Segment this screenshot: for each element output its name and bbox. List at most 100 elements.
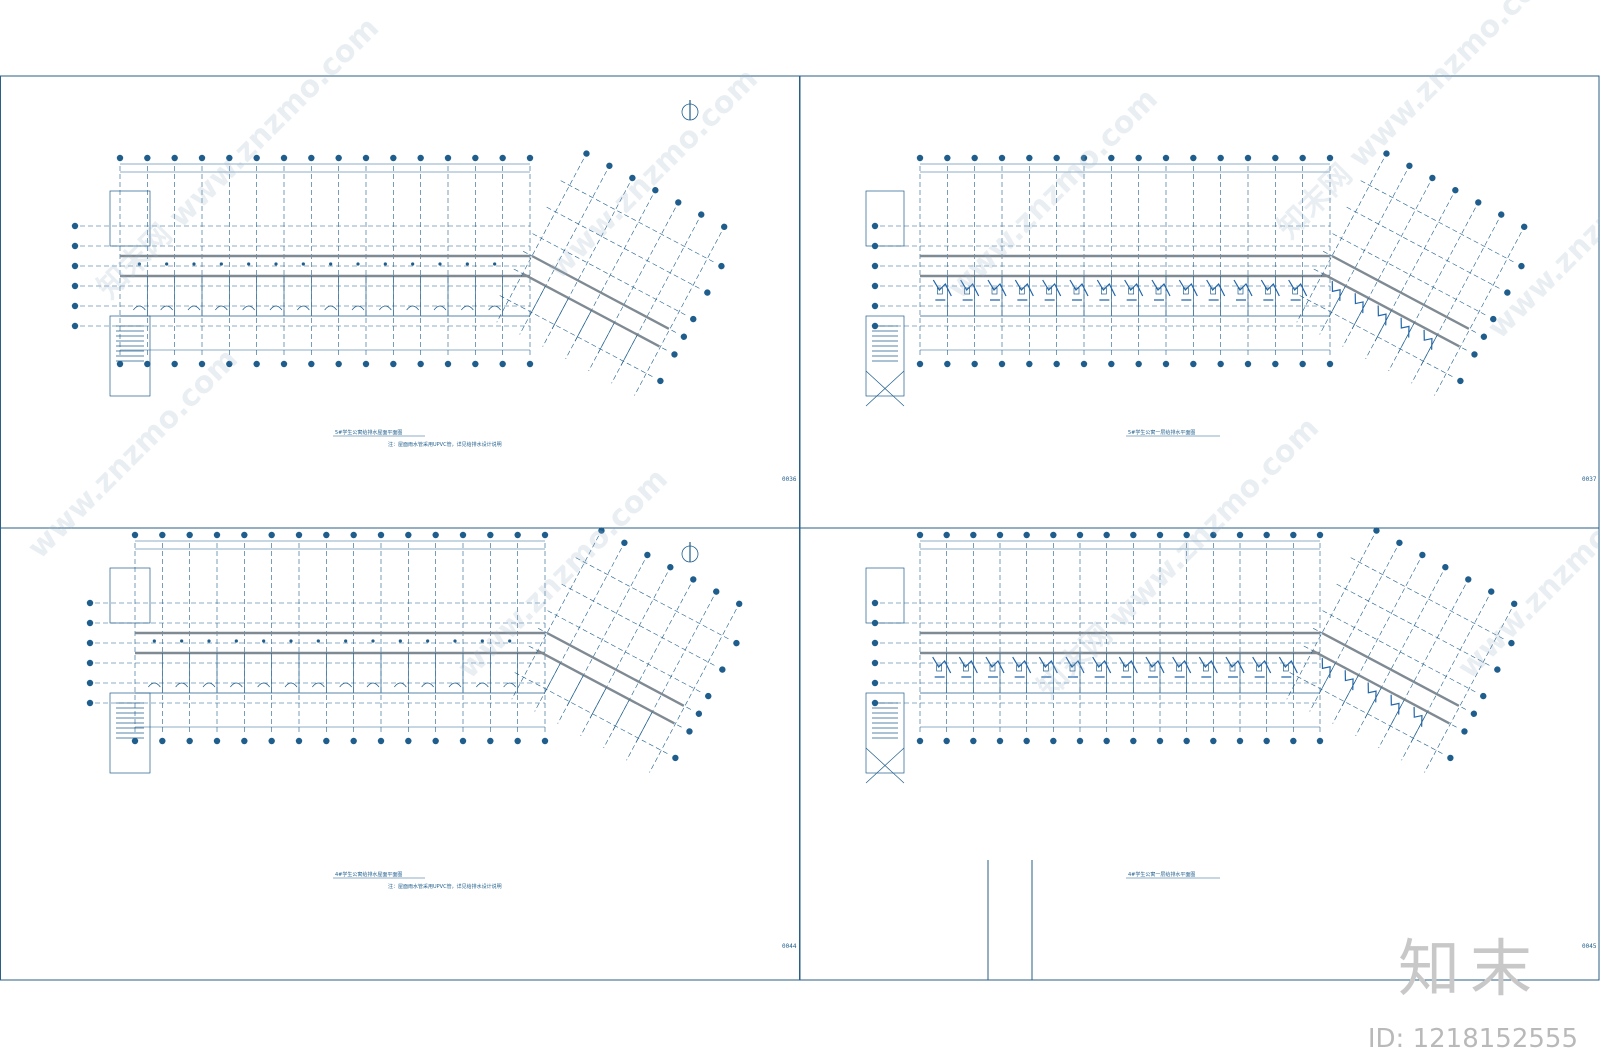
axis-bubble [116, 360, 124, 368]
axis-bubble [472, 360, 479, 368]
roof-drain [411, 262, 415, 266]
axis-bubble [116, 154, 124, 162]
axis-bubble [1162, 154, 1170, 162]
axis-bubble [996, 531, 1004, 539]
sanitary-fixture [1100, 287, 1107, 295]
plumbing-run [1225, 656, 1245, 678]
axis-bubble [733, 639, 740, 647]
axis-bubble [1494, 666, 1501, 673]
axis-bubble [71, 282, 79, 290]
axis-bubble [944, 360, 951, 368]
axis-bubble [871, 639, 879, 647]
axis-bubble [526, 154, 534, 162]
sheet-frame-3 [0, 527, 800, 981]
door-swing [187, 305, 201, 311]
plumbing-run [932, 279, 952, 301]
door-swing [257, 682, 270, 688]
axis-bubble [362, 154, 370, 162]
axis-bubble [377, 737, 385, 745]
axis-bubble [1244, 360, 1252, 368]
door-swing [476, 682, 489, 688]
grid-axis-wing [1332, 233, 1488, 317]
stair-core-bottom [109, 692, 151, 774]
axis-bubble [1080, 154, 1088, 162]
axis-bubble [131, 531, 139, 539]
axis-bubble [1135, 360, 1142, 368]
grid-axis-wing [634, 231, 722, 396]
sanitary-fixture [1155, 287, 1162, 295]
plumbing-run [1124, 279, 1144, 301]
plumbing-run [1092, 656, 1112, 678]
axis-bubble [514, 737, 521, 745]
door-swing [421, 682, 434, 688]
axis-bubble [335, 360, 342, 368]
axis-bubble [871, 282, 879, 290]
sanitary-fixture [1073, 287, 1080, 295]
axis-bubble [444, 360, 452, 368]
axis-bubble [1210, 531, 1217, 539]
room-partition [612, 699, 630, 731]
plumbing-run [1065, 656, 1085, 678]
axis-bubble [1103, 531, 1110, 539]
grid-axis-wing [532, 233, 688, 317]
watermark-text: www.znzmo.com [1451, 462, 1600, 686]
axis-bubble [1475, 199, 1482, 206]
sanitary-fixture [1069, 664, 1076, 672]
axis-bubble [998, 154, 1006, 162]
axis-bubble [1461, 728, 1468, 735]
axis-bubble [1373, 527, 1380, 534]
axis-bubble [71, 322, 79, 330]
axis-bubble [1053, 154, 1060, 162]
sanitary-fixture [1202, 664, 1209, 672]
axis-bubble [71, 302, 79, 310]
angled-wing [1286, 527, 1518, 773]
grid-axis-wing [511, 535, 599, 700]
axis-bubble [1316, 531, 1324, 539]
axis-bubble [1023, 737, 1030, 745]
angled-wing [511, 527, 743, 773]
axis-bubble [1108, 154, 1115, 162]
sanitary-fixture [991, 287, 998, 295]
room-partition [1341, 674, 1359, 707]
axis-bubble [71, 242, 79, 250]
plumbing-run [1198, 656, 1218, 678]
axis-bubble [1510, 600, 1518, 608]
plumbing-run [960, 279, 980, 301]
grid-axis-wing [1434, 231, 1522, 396]
shaft-cross [865, 370, 905, 407]
axis-bubble [377, 531, 385, 539]
axis-bubble [323, 737, 330, 745]
door-swing [379, 305, 392, 311]
room-partition [1328, 285, 1346, 317]
axis-bubble [667, 563, 674, 571]
axis-bubble [1183, 531, 1190, 539]
axis-bubble [1396, 539, 1403, 546]
axis-bubble [86, 659, 94, 667]
axis-bubble [1326, 154, 1334, 162]
axis-bubble [1236, 531, 1244, 539]
axis-bubble [1080, 360, 1088, 368]
axis-bubble [1053, 360, 1060, 368]
roof-drain [234, 639, 238, 643]
door-swing [433, 305, 447, 311]
axis-bubble [241, 737, 248, 745]
sanitary-fixture [1122, 664, 1129, 672]
axis-bubble [459, 737, 467, 745]
roof-drain [247, 262, 251, 266]
grid-axis-wing [547, 610, 703, 694]
axis-bubble [971, 154, 978, 162]
axis-bubble [1135, 154, 1142, 162]
room-partition [589, 687, 607, 719]
sanitary-fixture [936, 664, 943, 672]
axis-bubble [213, 737, 221, 745]
axis-bubble [1447, 754, 1454, 762]
axis-bubble [871, 222, 879, 230]
axis-bubble [1480, 692, 1487, 700]
axis-bubble [705, 692, 712, 700]
grid-axis-wing [560, 180, 716, 264]
sanitary-fixture [936, 287, 943, 295]
floor-plans: 5#学生公寓给排水屋面平面图注：屋面雨水管采用UPVC管，详见给排水设计说明00… [71, 100, 1597, 950]
corridor-wall [1331, 254, 1470, 330]
axis-bubble [1299, 154, 1306, 162]
door-swing [351, 305, 365, 311]
